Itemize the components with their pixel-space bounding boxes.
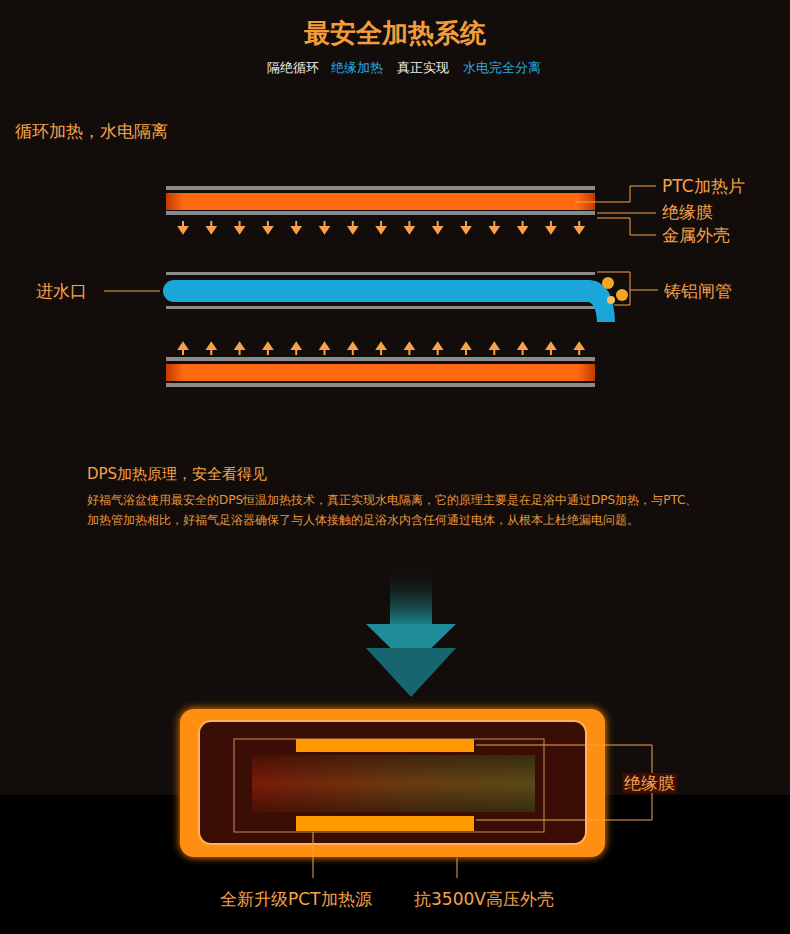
heat-arrow	[434, 343, 442, 355]
heat-arrow	[434, 221, 442, 233]
leader-lines	[104, 186, 658, 305]
heat-arrow	[575, 221, 583, 233]
heat-arrow	[490, 343, 498, 355]
heat-arrow	[292, 221, 300, 233]
heat-arrow	[575, 343, 583, 355]
subtitle-phrase: 绝缘加热	[331, 60, 383, 75]
heat-arrow	[236, 221, 244, 233]
section-heading: DPS加热原理，安全看得见	[87, 465, 267, 483]
heat-arrow	[292, 343, 300, 355]
part-label: 金属外壳	[662, 225, 730, 245]
heat-arrow	[207, 221, 215, 233]
heater-cross-section	[180, 709, 605, 857]
section-heading: 循环加热，水电隔离	[15, 121, 168, 141]
heat-arrow	[547, 221, 555, 233]
heat-arrow	[321, 343, 329, 355]
top-heater	[166, 186, 595, 215]
heat-arrow	[405, 221, 413, 233]
leader-lines	[313, 745, 652, 878]
heat-arrow	[377, 221, 385, 233]
part-label: 进水口	[36, 281, 87, 301]
heat-arrow	[236, 343, 244, 355]
heat-arrow	[377, 343, 385, 355]
heat-arrow	[349, 221, 357, 233]
heat-arrow	[321, 221, 329, 233]
heat-arrow	[179, 221, 187, 233]
heat-arrow	[519, 343, 527, 355]
heat-arrow	[462, 221, 470, 233]
heat-arrow	[207, 343, 215, 355]
subtitle-phrase: 隔绝循环	[267, 60, 319, 75]
heat-arrow	[405, 343, 413, 355]
heat-arrows	[179, 221, 583, 233]
title: 最安全加热系统	[304, 18, 486, 48]
subtitle-phrase: 真正实现	[397, 60, 449, 75]
down-arrow	[366, 565, 456, 697]
heat-arrow	[179, 343, 187, 355]
heat-arrow	[349, 343, 357, 355]
heat-arrow	[264, 221, 272, 233]
body-text: 好福气浴盆使用最安全的DPS恒温加热技术，真正实现水电隔离，它的原理主要是在足浴…	[87, 493, 697, 527]
part-label: PTC加热片	[662, 176, 745, 196]
aluminium-pipe	[163, 272, 628, 322]
heat-arrows	[179, 343, 583, 355]
part-label: 绝缘膜	[662, 202, 713, 222]
subtitle-phrase: 水电完全分离	[463, 60, 541, 75]
heat-arrow	[462, 343, 470, 355]
part-label: 抗3500V高压外壳	[414, 889, 554, 909]
heat-arrow	[264, 343, 272, 355]
part-label: 铸铝闸管	[664, 281, 732, 301]
heat-arrow	[519, 221, 527, 233]
bottom-heater	[166, 357, 595, 387]
part-label: 绝缘膜	[622, 773, 677, 793]
part-label: 全新升级PCT加热源	[220, 889, 372, 909]
heat-arrow	[490, 221, 498, 233]
heat-arrow	[547, 343, 555, 355]
